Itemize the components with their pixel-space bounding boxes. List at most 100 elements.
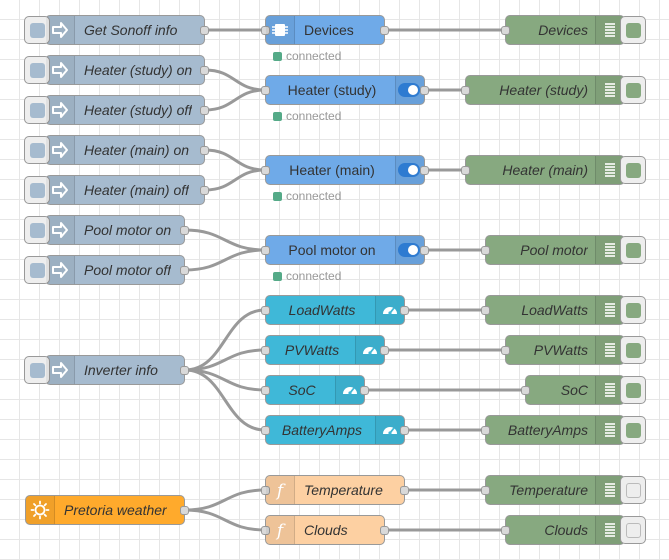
output-port[interactable]	[180, 226, 189, 235]
input-port[interactable]	[481, 426, 490, 435]
input-port[interactable]	[261, 526, 270, 535]
output-port[interactable]	[400, 426, 409, 435]
debug-toggle-button[interactable]	[620, 296, 646, 324]
input-port[interactable]	[481, 486, 490, 495]
output-port[interactable]	[400, 306, 409, 315]
inject-node-pool-motor-on[interactable]: Pool motor on	[24, 215, 189, 245]
input-port[interactable]	[501, 526, 510, 535]
gauge-node-batteryamps[interactable]: BatteryAmps	[261, 415, 409, 445]
inject-arrow-icon	[46, 16, 75, 44]
toggle-switch-icon	[398, 83, 420, 97]
node-label: Pool motor off	[84, 262, 172, 278]
debug-toggle-button[interactable]	[620, 416, 646, 444]
output-port[interactable]	[420, 246, 429, 255]
output-port[interactable]	[180, 266, 189, 275]
inject-node-get-sonoff-info[interactable]: Get Sonoff info	[24, 15, 209, 45]
inject-button[interactable]	[24, 56, 50, 84]
function-node-temperature[interactable]: f Temperature	[261, 475, 409, 505]
output-port[interactable]	[380, 526, 389, 535]
output-port[interactable]	[420, 86, 429, 95]
debug-node-pool-motor[interactable]: Pool motor	[481, 235, 646, 265]
debug-toggle-button[interactable]	[620, 516, 646, 544]
input-port[interactable]	[261, 306, 270, 315]
debug-toggle-button[interactable]	[620, 76, 646, 104]
output-port[interactable]	[360, 386, 369, 395]
node-label: BatteryAmps	[281, 422, 363, 438]
input-port[interactable]	[261, 486, 270, 495]
input-port[interactable]	[461, 86, 470, 95]
device-node-devices[interactable]: Devices connected	[261, 15, 389, 63]
gauge-node-soc[interactable]: SoC	[261, 375, 369, 405]
gauge-node-pvwatts[interactable]: PVWatts	[261, 335, 389, 365]
weather-node-pretoria[interactable]: Pretoria weather	[25, 495, 189, 525]
inject-node-heater-study-off[interactable]: Heater (study) off	[24, 95, 209, 125]
inject-button[interactable]	[24, 96, 50, 124]
debug-node-temperature[interactable]: Temperature	[481, 475, 646, 505]
device-node-heater-main[interactable]: Heater (main) connected	[261, 155, 429, 203]
input-port[interactable]	[481, 246, 490, 255]
output-port[interactable]	[200, 26, 209, 35]
input-port[interactable]	[461, 166, 470, 175]
output-port[interactable]	[400, 486, 409, 495]
inject-arrow-icon	[46, 356, 75, 384]
input-port[interactable]	[261, 246, 270, 255]
device-node-heater-study[interactable]: Heater (study) connected	[261, 75, 429, 123]
input-port[interactable]	[261, 166, 270, 175]
input-port[interactable]	[261, 26, 270, 35]
debug-node-devices[interactable]: Devices	[501, 15, 646, 45]
output-port[interactable]	[180, 366, 189, 375]
debug-node-loadwatts[interactable]: LoadWatts	[481, 295, 646, 325]
input-port[interactable]	[501, 346, 510, 355]
gauge-node-loadwatts[interactable]: LoadWatts	[261, 295, 409, 325]
output-port[interactable]	[200, 186, 209, 195]
debug-node-clouds[interactable]: Clouds	[501, 515, 646, 545]
debug-node-heater-study[interactable]: Heater (study)	[461, 75, 646, 105]
debug-node-pvwatts[interactable]: PVWatts	[501, 335, 646, 365]
debug-node-batteryamps[interactable]: BatteryAmps	[481, 415, 646, 445]
inject-node-inverter-info[interactable]: Inverter info	[24, 355, 189, 385]
input-port[interactable]	[481, 306, 490, 315]
input-port[interactable]	[261, 346, 270, 355]
output-port[interactable]	[180, 506, 189, 515]
output-port[interactable]	[380, 346, 389, 355]
debug-toggle-button[interactable]	[620, 336, 646, 364]
output-port[interactable]	[380, 26, 389, 35]
debug-node-soc[interactable]: SoC	[521, 375, 646, 405]
sun-icon	[26, 496, 55, 524]
input-port[interactable]	[521, 386, 530, 395]
inject-button[interactable]	[24, 176, 50, 204]
debug-toggle-button[interactable]	[620, 236, 646, 264]
node-label: Get Sonoff info	[84, 22, 178, 38]
output-port[interactable]	[200, 66, 209, 75]
inject-button[interactable]	[24, 256, 50, 284]
output-port[interactable]	[420, 166, 429, 175]
inject-node-pool-motor-off[interactable]: Pool motor off	[24, 255, 189, 285]
node-label: Heater (main) on	[84, 142, 190, 158]
debug-toggle-button[interactable]	[620, 16, 646, 44]
debug-toggle-button[interactable]	[620, 376, 646, 404]
device-node-pool-motor[interactable]: Pool motor on connected	[261, 235, 429, 283]
output-port[interactable]	[200, 106, 209, 115]
connection-status: connected	[273, 109, 341, 123]
debug-toggle-button[interactable]	[620, 156, 646, 184]
function-node-clouds[interactable]: f Clouds	[261, 515, 389, 545]
debug-node-heater-main[interactable]: Heater (main)	[461, 155, 646, 185]
inject-button[interactable]	[24, 136, 50, 164]
wire	[184, 308, 266, 372]
list-icon	[595, 156, 624, 184]
inject-node-heater-main-off[interactable]: Heater (main) off	[24, 175, 209, 205]
inject-node-heater-study-on[interactable]: Heater (study) on	[24, 55, 209, 85]
input-port[interactable]	[261, 86, 270, 95]
inject-node-heater-main-on[interactable]: Heater (main) on	[24, 135, 209, 165]
inject-button[interactable]	[24, 216, 50, 244]
input-port[interactable]	[261, 426, 270, 435]
output-port[interactable]	[200, 146, 209, 155]
input-port[interactable]	[501, 26, 510, 35]
input-port[interactable]	[261, 386, 270, 395]
debug-toggle-button[interactable]	[620, 476, 646, 504]
list-icon	[595, 76, 624, 104]
inject-button[interactable]	[24, 16, 50, 44]
node-label: SoC	[560, 382, 588, 398]
inject-button[interactable]	[24, 356, 50, 384]
status-dot-icon	[273, 272, 282, 281]
